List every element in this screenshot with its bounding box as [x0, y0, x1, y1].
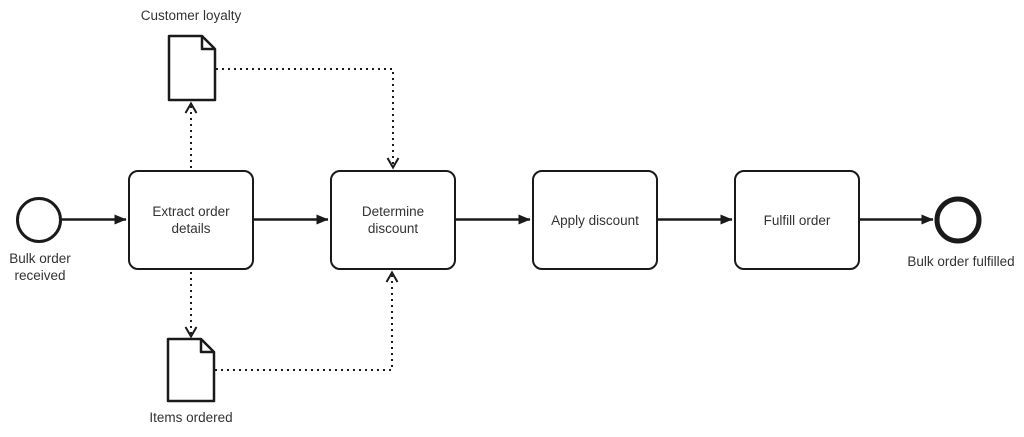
task-label: Apply discount: [551, 212, 639, 228]
task-determine-discount: Determine discount: [330, 170, 456, 270]
document-icon: [166, 337, 216, 403]
task-label: Fulfill order: [763, 212, 831, 228]
document-icon: [167, 34, 217, 102]
task-label: Extract order details: [152, 204, 230, 236]
data-association-customer-loyalty-to-determine: [216, 68, 400, 170]
end-event-circle: [934, 196, 982, 244]
task-apply-discount: Apply discount: [532, 170, 658, 270]
data-object-label-customer-loyalty: Customer loyalty: [140, 8, 242, 23]
end-event-label: Bulk order fulfilled: [907, 254, 1015, 269]
start-event-label: Bulk order received: [9, 251, 71, 283]
task-fulfill-order: Fulfill order: [734, 170, 860, 270]
start-event-circle: [16, 197, 62, 243]
task-label: Determine discount: [361, 204, 425, 236]
data-association-items-ordered-to-determine: [215, 270, 399, 371]
data-object-label-items-ordered: Items ordered: [149, 410, 233, 425]
task-extract-order-details: Extract order details: [128, 170, 254, 270]
